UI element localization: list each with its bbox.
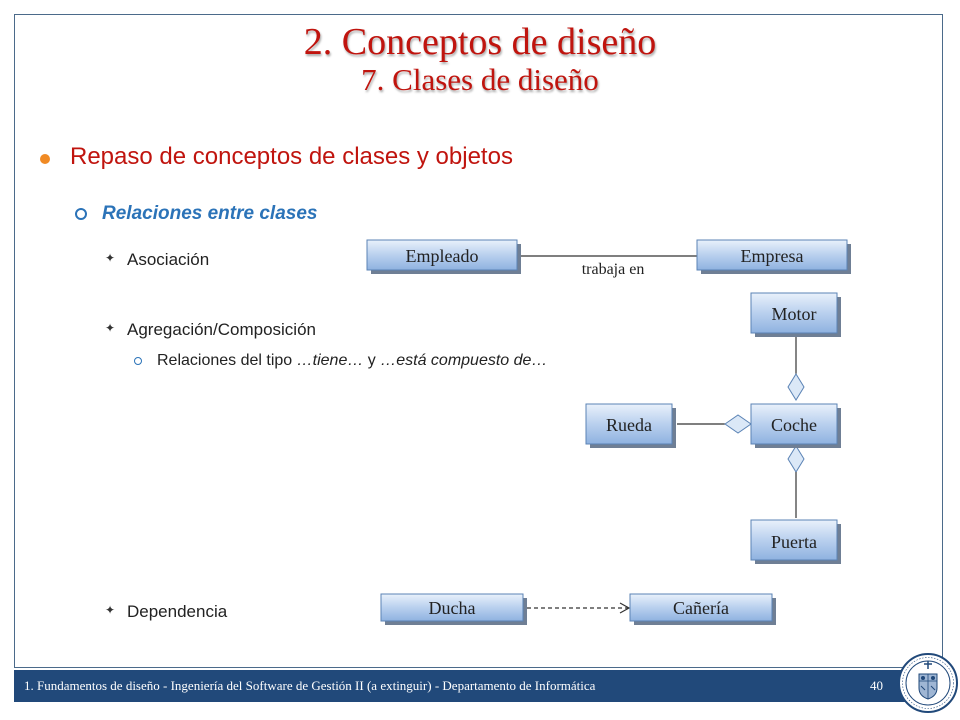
class-box-empleado: Empleado [366, 239, 521, 274]
bullet-cross-icon: ✦ [105, 603, 116, 617]
bullet-relaciones: Relaciones entre clases [75, 203, 318, 225]
svg-text:Ducha: Ducha [429, 598, 476, 618]
composition-diamond-icon [787, 373, 805, 401]
sub-bullet-tiene: …tiene… [296, 352, 364, 369]
composition-diamond-icon [724, 414, 752, 434]
composition-diamond-icon [787, 445, 805, 473]
svg-text:Empleado: Empleado [406, 246, 479, 266]
bullet-cross-icon: ✦ [105, 321, 116, 335]
class-box-caneria: Cañería [629, 593, 776, 625]
svg-text:Puerta: Puerta [771, 532, 817, 552]
svg-text:Motor: Motor [772, 304, 817, 324]
class-box-motor: Motor [750, 292, 841, 337]
item-dependencia-text: Dependencia [127, 602, 228, 621]
class-box-rueda: Rueda [585, 403, 676, 448]
sub-bullet-prefix: Relaciones del tipo [157, 352, 297, 369]
bullet-ring-icon [134, 357, 142, 365]
item-dependencia: ✦ Dependencia [105, 602, 227, 622]
item-agregacion: ✦ Agregación/Composición [105, 320, 316, 340]
bullet-cross-icon: ✦ [105, 251, 116, 265]
bullet-ring-icon [75, 208, 87, 220]
association-label: trabaja en [582, 261, 645, 278]
sub-bullet-compuesto: …está compuesto de… [380, 352, 548, 369]
sub-bullet-mid: y [363, 352, 381, 369]
university-seal-icon [898, 653, 958, 713]
item-asociacion: ✦ Asociación [105, 250, 209, 270]
footer-text: 1. Fundamentos de diseño - Ingeniería de… [24, 678, 596, 693]
item-agregacion-text: Agregación/Composición [127, 320, 316, 339]
slide-subtitle: 7. Clases de diseño [361, 62, 599, 97]
dependency-arrow-icon [619, 602, 631, 614]
bullet-relaciones-text: Relaciones entre clases [102, 203, 318, 224]
slide-frame [14, 14, 943, 668]
bullet-repaso: Repaso de conceptos de clases y objetos [40, 143, 513, 171]
svg-text:Empresa: Empresa [741, 246, 804, 266]
page-number: 40 [870, 678, 883, 693]
class-box-puerta: Puerta [750, 519, 841, 564]
slide-title: 2. Conceptos de diseño [303, 21, 657, 63]
svg-text:Cañería: Cañería [673, 598, 729, 618]
footer-bar [14, 670, 943, 702]
svg-text:Coche: Coche [771, 415, 817, 435]
bullet-repaso-text: Repaso de conceptos de clases y objetos [70, 143, 513, 170]
class-box-coche: Coche [750, 403, 841, 448]
item-asociacion-text: Asociación [127, 250, 210, 269]
class-box-ducha: Ducha [380, 593, 527, 625]
sub-bullet-relaciones-tipo: Relaciones del tipo …tiene… y …está comp… [133, 352, 547, 370]
class-box-empresa: Empresa [696, 239, 851, 274]
svg-text:Rueda: Rueda [606, 415, 652, 435]
bullet-dot-icon [40, 154, 50, 164]
